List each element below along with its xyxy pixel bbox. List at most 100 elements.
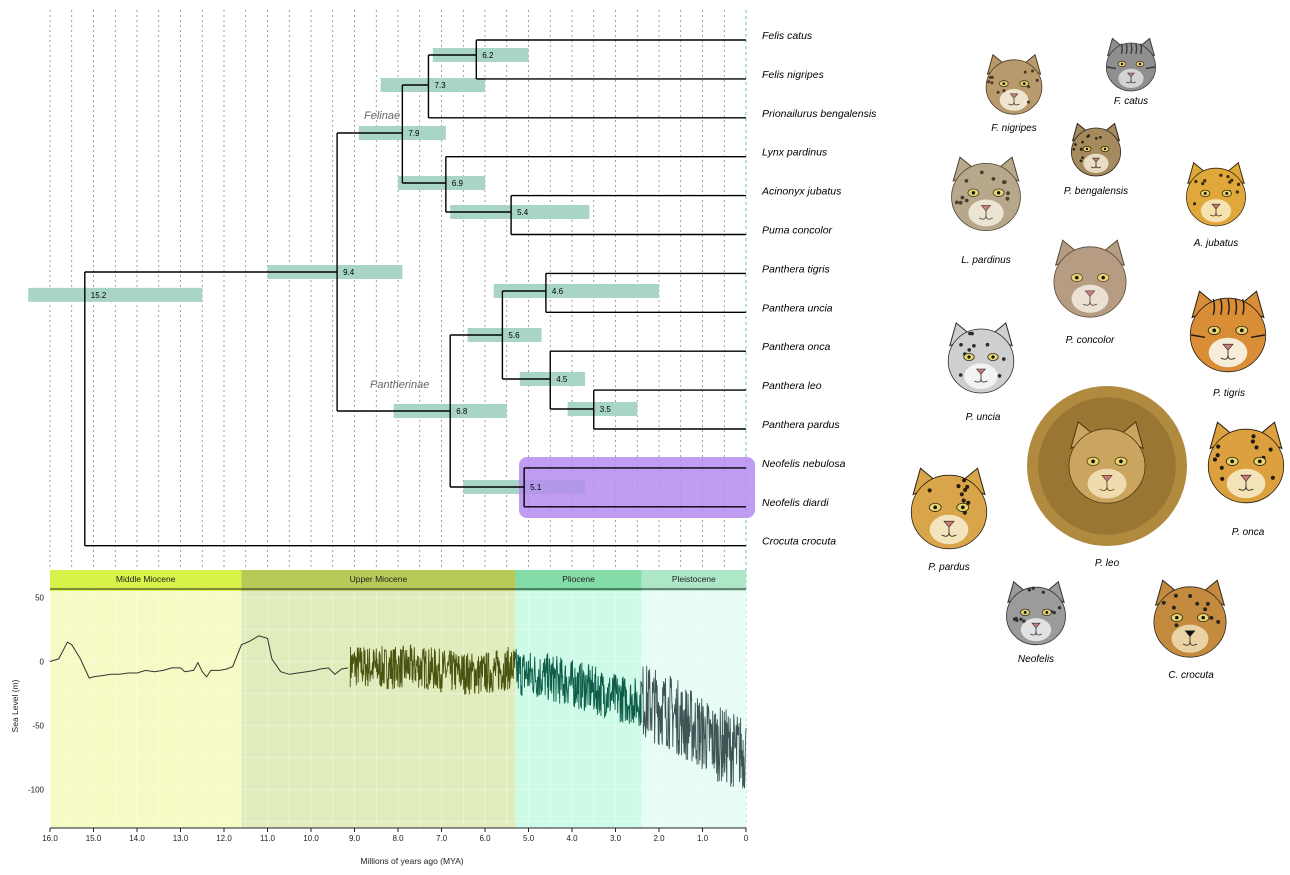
x-tick-label: 14.0 xyxy=(129,834,145,843)
portrait-p-bengalensis xyxy=(1071,122,1122,177)
y-tick-label: -50 xyxy=(32,722,44,731)
pupil-left xyxy=(1175,615,1179,620)
portrait-p-pardus xyxy=(910,467,988,550)
portrait-label: Neofelis xyxy=(1018,654,1054,665)
spot xyxy=(1027,588,1031,592)
portrait-p-concolor xyxy=(1053,239,1127,318)
epoch-header xyxy=(515,570,642,591)
cheek-stripes xyxy=(1106,66,1156,70)
portrait-label: P. leo xyxy=(1095,558,1120,569)
portrait-a-jubatus xyxy=(1186,161,1246,227)
mouth xyxy=(974,374,988,383)
spot xyxy=(1216,444,1221,449)
nose xyxy=(943,520,955,528)
mouth xyxy=(1099,481,1115,491)
nose xyxy=(1031,622,1041,629)
spot xyxy=(965,484,970,489)
spot xyxy=(1079,148,1083,151)
taxon-label: Panthera pardus xyxy=(762,419,840,431)
portrait-p-leo xyxy=(1027,386,1187,546)
stripe xyxy=(1130,43,1133,55)
taxon-label: Panthera leo xyxy=(762,380,822,392)
portrait-label: A. jubatus xyxy=(1193,238,1238,249)
node-age-label: 5.6 xyxy=(508,331,520,340)
portrait-label: C. crocuta xyxy=(1168,670,1214,681)
taxon-label: Felis nigripes xyxy=(762,69,825,81)
spot xyxy=(961,498,966,503)
taxon-label: Felis catus xyxy=(762,30,813,42)
sea-level-line xyxy=(349,644,516,695)
x-tick-label: 8.0 xyxy=(392,834,404,843)
pupil-left xyxy=(967,355,971,359)
spot xyxy=(1219,465,1224,470)
spot xyxy=(1228,180,1232,184)
spot xyxy=(963,487,968,492)
node-age-label: 6.9 xyxy=(452,179,464,188)
pupil-right xyxy=(1201,615,1205,620)
spot xyxy=(1031,586,1035,590)
portrait-label: P. concolor xyxy=(1066,335,1115,346)
pupil-right xyxy=(1119,459,1123,464)
epoch-backgrounds xyxy=(50,591,746,828)
pupil-left xyxy=(1212,328,1217,333)
spot xyxy=(972,344,976,348)
mouth xyxy=(1091,161,1101,169)
spot xyxy=(1235,190,1239,194)
stripe xyxy=(1242,298,1245,315)
nose xyxy=(1222,343,1234,351)
taxon-label: Lynx pardinus xyxy=(762,147,828,159)
spot xyxy=(1002,89,1006,93)
spot xyxy=(1031,69,1035,73)
portrait-p-uncia xyxy=(947,322,1015,394)
spot xyxy=(1081,140,1084,144)
x-tick-label: 11.0 xyxy=(260,834,276,843)
nose xyxy=(1101,474,1113,482)
pupil-right xyxy=(996,191,1001,195)
taxon-label: Panthera uncia xyxy=(762,302,833,314)
ci-bar xyxy=(450,205,590,219)
x-tick-label: 4.0 xyxy=(566,834,578,843)
spot xyxy=(1005,196,1010,201)
node-age-label: 15.2 xyxy=(91,291,107,300)
epoch-label: Upper Miocene xyxy=(350,574,408,584)
taxon-label: Neofelis diardi xyxy=(762,497,829,509)
mouth xyxy=(1082,296,1098,306)
portrait-f-nigripes xyxy=(985,53,1043,115)
portrait-p-tigris xyxy=(1189,290,1267,373)
spot xyxy=(1219,173,1223,177)
spot xyxy=(1052,610,1056,615)
sea-level-chart xyxy=(49,591,747,828)
node-age-label: 9.4 xyxy=(343,268,355,277)
spot xyxy=(1226,174,1230,179)
nose xyxy=(1092,157,1100,163)
taxon-label: Panthera onca xyxy=(762,341,830,353)
mouth xyxy=(1182,636,1198,646)
spot xyxy=(962,478,967,483)
portrait-p-onca xyxy=(1207,421,1285,504)
node-age-label: 5.1 xyxy=(530,483,542,492)
portrait-f-catus xyxy=(1106,37,1157,92)
spot xyxy=(1035,78,1039,82)
node-age-label: 6.2 xyxy=(482,51,494,60)
node-age-labels: 15.29.47.97.36.26.95.46.85.64.64.53.55.1 xyxy=(91,51,612,492)
spot xyxy=(1220,476,1225,481)
spot xyxy=(1057,606,1062,610)
nose xyxy=(1127,72,1135,78)
pupil-left xyxy=(1002,82,1006,85)
spot xyxy=(1203,179,1207,183)
ci-bar xyxy=(432,48,529,62)
phylogeny-branches xyxy=(84,39,746,547)
spot xyxy=(1074,143,1077,146)
nose xyxy=(980,205,992,212)
spot xyxy=(1161,600,1166,605)
x-tick-label: 15.0 xyxy=(86,834,102,843)
nose xyxy=(1084,290,1096,297)
epoch-label: Middle Miocene xyxy=(116,574,176,584)
taxon-label: Neofelis nebulosa xyxy=(762,458,846,470)
taxon-label: Crocuta crocuta xyxy=(762,536,836,548)
taxon-label: Puma concolor xyxy=(762,225,833,237)
pupil-right xyxy=(1239,328,1244,333)
